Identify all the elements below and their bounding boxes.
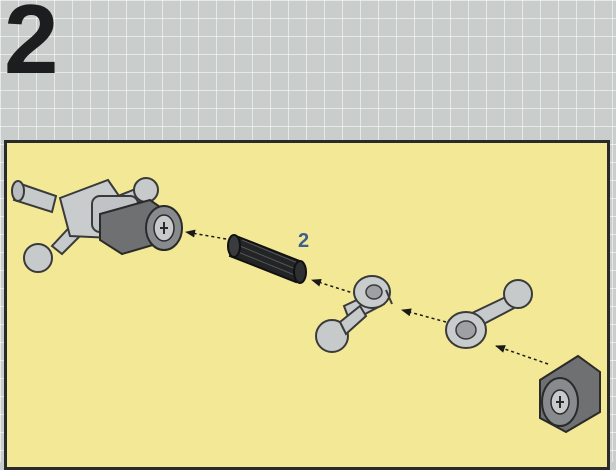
black-axle-pin-icon — [228, 235, 306, 283]
arrow-to-hub — [186, 232, 232, 240]
ball-joint-arm-right-icon — [446, 280, 532, 348]
arrow-to-left-arm — [402, 310, 446, 322]
dark-gray-connector-icon — [540, 356, 600, 432]
cross-axle-assembly-icon — [12, 178, 182, 272]
arrow-to-right-arm — [496, 346, 548, 364]
quantity-label: 2 — [298, 230, 309, 253]
ball-joint-arm-left-icon — [316, 276, 392, 352]
arrow-to-pin — [312, 280, 356, 294]
